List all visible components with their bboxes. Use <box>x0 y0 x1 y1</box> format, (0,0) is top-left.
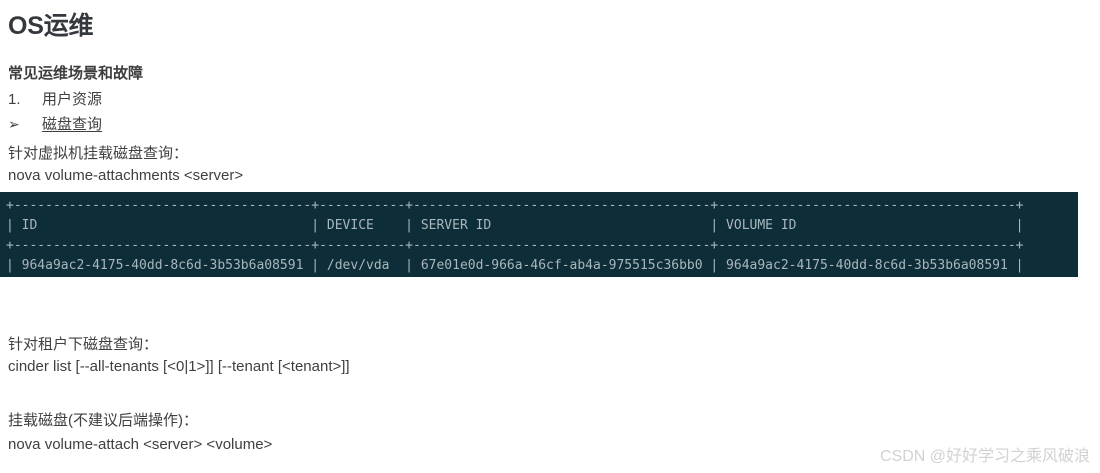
terminal-output-block: +--------------------------------------+… <box>0 192 1078 277</box>
description-vm-disk-query: 针对虚拟机挂载磁盘查询： <box>8 145 189 162</box>
ordered-list-label: 用户资源 <box>42 91 103 108</box>
command-nova-volume-attachments: nova volume-attachments <server> <box>8 167 244 184</box>
ordered-list-number: 1. <box>8 91 21 108</box>
arrow-bullet-icon: ➢ <box>8 117 20 133</box>
csdn-watermark: CSDN @好好学习之乘风破浪 <box>879 448 1090 465</box>
bullet-list-label: 磁盘查询 <box>42 116 103 133</box>
ordered-list-item: 1. 用户资源 <box>8 88 102 109</box>
page-title: OS运维 <box>8 12 94 40</box>
command-cinder-list: cinder list [--all-tenants [<0|1>]] [--t… <box>8 358 350 375</box>
description-attach-disk: 挂载磁盘(不建议后端操作)： <box>8 412 198 429</box>
description-tenant-disk-query: 针对租户下磁盘查询： <box>8 336 159 353</box>
section-heading: 常见运维场景和故障 <box>8 65 144 82</box>
command-nova-volume-attach: nova volume-attach <server> <volume> <box>8 436 273 453</box>
terminal-table-text: +--------------------------------------+… <box>6 198 1024 273</box>
bullet-list-item: ➢ 磁盘查询 <box>8 113 102 134</box>
